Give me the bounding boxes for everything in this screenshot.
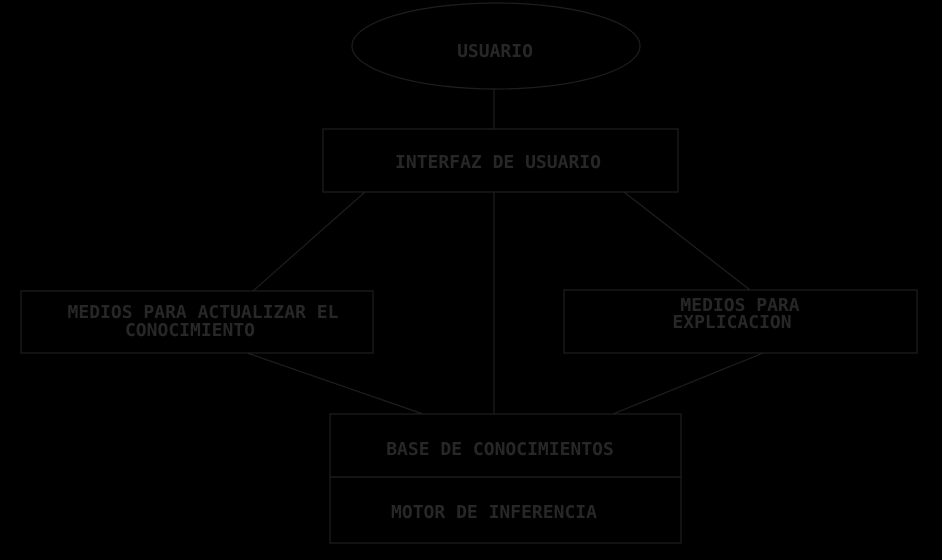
- medios-explicacion-label-line1: MEDIOS PARA: [680, 295, 799, 316]
- connector-medios-explicacion-base: [612, 352, 764, 415]
- connector-medios-actualizar-base: [246, 352, 424, 415]
- medios-actualizar-box: [20, 290, 374, 354]
- connector-interfaz-medios-actualizar: [252, 191, 366, 292]
- interfaz-label: INTERFAZ DE USUARIO: [395, 152, 601, 173]
- motor-inferencia-box: [329, 476, 682, 544]
- medios-actualizar-label-line2: CONOCIMIENTO: [125, 320, 255, 341]
- interfaz-box: [322, 128, 679, 193]
- usuario-ellipse: [351, 2, 641, 90]
- medios-explicacion-box: [563, 289, 918, 354]
- motor-inferencia-label: MOTOR DE INFERENCIA: [391, 502, 597, 523]
- connector-interfaz-medios-explicacion: [623, 191, 751, 291]
- usuario-label: USUARIO: [457, 41, 533, 62]
- medios-explicacion-label-line2: EXPLICACION: [672, 312, 791, 333]
- medios-actualizar-label-line1: MEDIOS PARA ACTUALIZAR EL: [68, 302, 339, 323]
- base-conocimientos-label: BASE DE CONOCIMIENTOS: [386, 439, 614, 460]
